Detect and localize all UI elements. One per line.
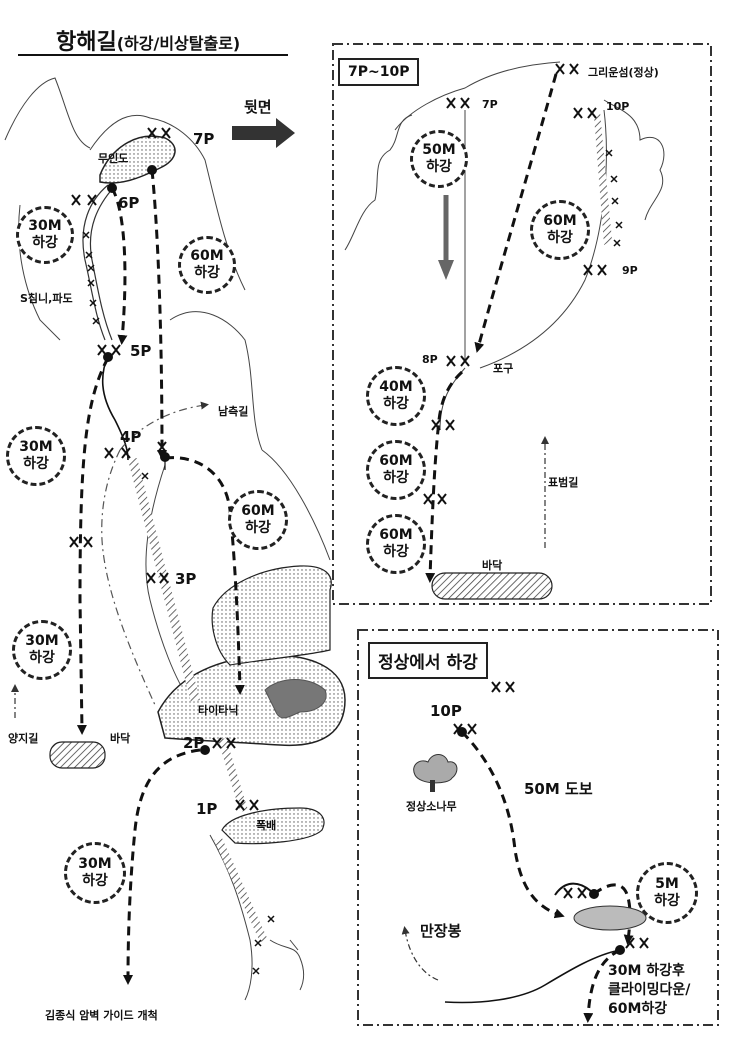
main-small-bolts xyxy=(82,231,275,975)
port-label: 포구 xyxy=(493,362,514,375)
waterfall-rock xyxy=(221,807,325,845)
leopard-path-label: 표범길 xyxy=(548,476,579,489)
rappel-circle-60m-e: 60M 하강 xyxy=(366,514,426,574)
summit-rappel-arrows xyxy=(460,730,634,1023)
south-path-line xyxy=(101,449,156,706)
final-descent-label: 30M 하강후 클라이밍다운/ 60M하강 xyxy=(608,963,691,1017)
rappel-circle-60m-c: 60M 하강 xyxy=(530,200,590,260)
rock-outlines xyxy=(4,77,331,1001)
pine-label: 정상소나무 xyxy=(406,800,457,813)
main-bolts xyxy=(69,127,259,811)
pitch-6p: 6P xyxy=(118,194,140,212)
inset-bottom-label: 바닥 xyxy=(482,559,503,572)
summit-ground-line xyxy=(444,949,621,1004)
rappel-circle-30m-d: 30M 하강 xyxy=(64,842,126,904)
inset-crack xyxy=(594,112,612,245)
rappel-circle-30m-a: 30M 하강 xyxy=(16,206,74,264)
credit-text: 김종식 암벽 가이드 개척 xyxy=(45,1009,158,1022)
rappel-circle-60m-a: 60M 하강 xyxy=(178,236,236,294)
back-side-label: 뒷면 xyxy=(244,98,272,116)
summit-label: 그리운섬(정상) xyxy=(588,66,659,79)
waterfall-label: 폭배 xyxy=(256,819,277,832)
pine-tree-icon xyxy=(413,754,458,792)
pitch-7p: 7P xyxy=(193,130,215,148)
pitch-3p: 3P xyxy=(175,570,197,588)
inset-bottom-pad xyxy=(431,572,553,600)
inset-10p-label: 10P xyxy=(606,100,630,113)
manjang-label: 만장봉 xyxy=(420,922,462,940)
inset-rappel-arrows xyxy=(425,73,558,583)
walk-50m-label: 50M 도보 xyxy=(524,780,593,798)
main-bottom-pad xyxy=(49,741,106,769)
titanic-dark-patch xyxy=(264,679,327,719)
rappel-circle-30m-b: 30M 하강 xyxy=(6,426,66,486)
titanic-label: 타이타닉 xyxy=(198,704,239,717)
rappel-circle-5m: 5M 하강 xyxy=(636,862,698,924)
main-cracks xyxy=(128,458,268,942)
summit-stations xyxy=(457,727,625,955)
rappel-circle-60m-d: 60M 하강 xyxy=(366,440,426,500)
main-bottom-label: 바닥 xyxy=(110,732,131,745)
pitch-4p: 4P xyxy=(120,428,142,446)
inset-summit-frame xyxy=(357,629,719,1026)
rappel-circle-40m: 40M 하강 xyxy=(366,366,426,426)
rappel-circle-30m-c: 30M 하강 xyxy=(12,620,72,680)
summit-10p-label: 10P xyxy=(430,702,462,720)
pitch-5p: 5P xyxy=(130,342,152,360)
summit-ledge xyxy=(573,905,647,931)
manjang-path-arrow xyxy=(401,926,439,981)
rappel-circle-60m-b: 60M 하강 xyxy=(228,490,288,550)
upper-rock-block xyxy=(211,565,332,666)
inset-7p-label: 7P xyxy=(482,98,498,111)
inset-small-bolts xyxy=(605,149,623,247)
island-label: 무인도 xyxy=(98,152,129,165)
inset-7p-10p-frame xyxy=(332,43,712,605)
pitch-1p: 1P xyxy=(196,800,218,818)
island-rock xyxy=(99,135,176,184)
inset-summit-title: 정상에서 하강 xyxy=(368,642,488,679)
rappel-circle-50m: 50M 하강 xyxy=(410,130,468,188)
inset-8p-label: 8P xyxy=(422,353,438,366)
inset-7p-10p-title: 7P~10P xyxy=(338,58,420,86)
sunny-path-label: 양지길 xyxy=(8,732,39,745)
page-title: 항해길(하강/비상탈출로) xyxy=(56,30,241,55)
s-chimney-label: S침니,파도 xyxy=(20,292,73,305)
back-side-arrow-icon xyxy=(232,118,295,148)
inset-bolts xyxy=(423,63,607,505)
pitch-2p: 2P xyxy=(183,734,205,752)
inset-9p-label: 9P xyxy=(622,264,638,277)
south-path-label: 남측길 xyxy=(218,405,249,418)
